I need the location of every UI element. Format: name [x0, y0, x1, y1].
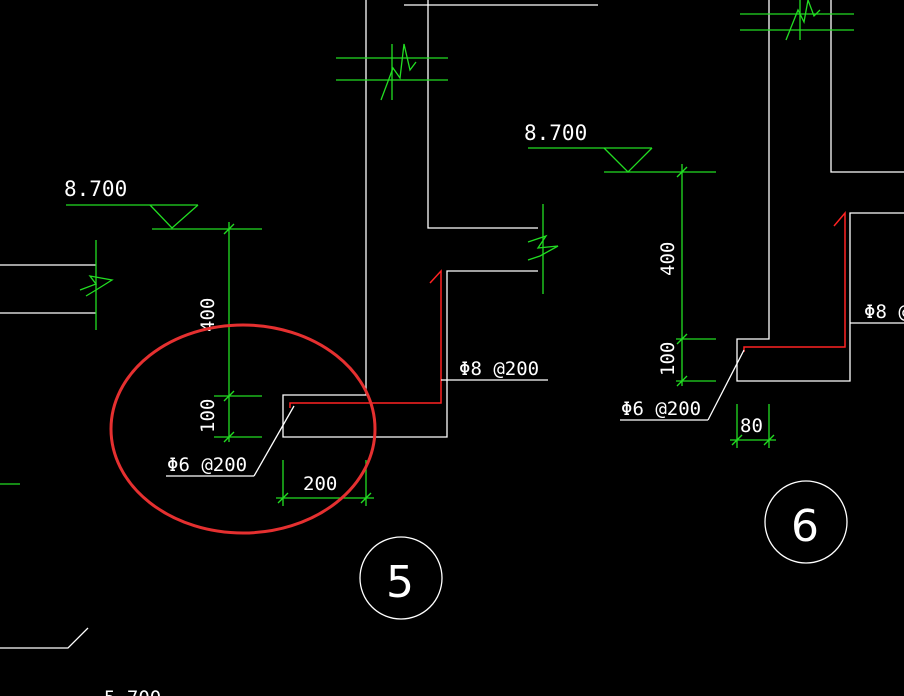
detail-6-vertical-dimension: 400 100 — [657, 164, 716, 387]
detail-6-inner-wall-outline — [830, 0, 904, 173]
detail-6-group: 8.700 400 100 80 Φ6 @200 — [524, 0, 904, 564]
detail-6-wall-outline — [736, 0, 904, 382]
detail-5-wall-break-symbol — [336, 43, 448, 101]
detail-6-number: 6 — [791, 501, 819, 552]
detail-5-wall-outline — [282, 0, 538, 438]
detail-5-number: 5 — [386, 557, 414, 608]
detail-5-stirrup-label: Φ6 @200 — [167, 454, 247, 476]
detail-6-level-label: 8.700 — [524, 121, 587, 145]
detail-5-rebar — [289, 269, 442, 408]
detail-5-bar-leader: Φ8 @200 — [441, 358, 548, 381]
bottom-level-fragment: 5.700 — [104, 687, 161, 696]
detail-6-stirrup-label: Φ6 @200 — [621, 398, 701, 420]
detail-5-bar-label: Φ8 @200 — [459, 358, 539, 380]
detail-5-horizontal-dimension: 200 — [276, 460, 374, 506]
detail-5-dim-width: 200 — [303, 473, 337, 495]
detail-5-stirrup-leader: Φ6 @200 — [166, 405, 295, 477]
detail-6-wall-break-symbol — [740, 0, 854, 41]
detail-5-left-slab — [0, 240, 114, 330]
detail-5-group: 8.700 400 100 200 Φ6 @200 — [0, 0, 598, 620]
detail-6-level-marker: 8.700 — [524, 121, 716, 173]
detail-6-callout-circle — [764, 480, 848, 564]
detail-6-dim-width: 80 — [740, 415, 763, 437]
detail-5-inner-wall-outline — [427, 0, 538, 229]
bottom-left-fragment-line — [0, 627, 89, 649]
detail-6-bar-label: Φ8 @20 — [864, 301, 904, 323]
highlight-ellipse — [109, 323, 377, 535]
detail-6-dim-lower: 100 — [657, 342, 679, 376]
detail-5-callout-circle — [359, 536, 443, 620]
detail-5-level-label: 8.700 — [64, 177, 127, 201]
detail-6-horizontal-dimension: 80 — [730, 404, 776, 448]
detail-5-vertical-dimension: 400 100 — [197, 222, 262, 443]
detail-5-slab-break-symbol — [527, 204, 559, 294]
detail-5-dim-lower: 100 — [197, 399, 219, 433]
detail-5-dim-upper: 400 — [197, 298, 219, 332]
detail-6-dim-upper: 400 — [657, 242, 679, 276]
detail-6-stirrup-leader: Φ6 @200 — [620, 349, 745, 421]
detail-6-rebar — [743, 210, 846, 352]
detail-5-level-marker: 8.700 — [64, 177, 262, 230]
